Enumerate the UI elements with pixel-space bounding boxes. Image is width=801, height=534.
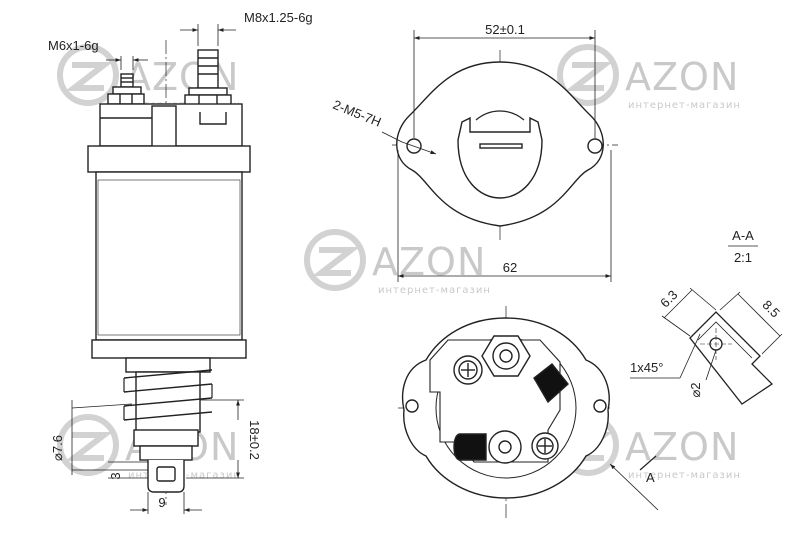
label-dim-6-3: 6.3: [657, 287, 680, 310]
section-view: [630, 245, 783, 405]
dim-width: [130, 492, 202, 514]
dim-gap: [108, 461, 148, 479]
label-mounting-holes: 2-M5-7H: [331, 97, 384, 130]
label-dim-8-5: 8.5: [759, 297, 782, 320]
watermark-brand: AZON: [625, 55, 739, 99]
label-overall-width: 62: [503, 260, 517, 275]
contact-pad-right: [533, 363, 569, 404]
upper-flange: [87, 145, 251, 173]
dim-height: [186, 399, 244, 479]
dim-diameter: [71, 400, 148, 475]
bottom-view: [398, 306, 659, 518]
mounting-hole-right: [587, 138, 603, 154]
label-height: 18±0.2: [247, 420, 262, 460]
label-thread-large: M8x1.25-6g: [244, 10, 313, 25]
lower-flange: [91, 339, 247, 359]
bottom-hole-right: [593, 399, 607, 413]
solenoid-body: [95, 171, 243, 341]
section-profile: [689, 311, 774, 405]
section-scale: 2:1: [734, 250, 752, 265]
terminal-screw-right: [531, 432, 559, 460]
label-flange-width: 52±0.1: [485, 22, 525, 37]
solenoid-cap: [99, 103, 243, 153]
label-width: 9: [158, 495, 165, 510]
side-view: [71, 24, 251, 514]
top-view: [381, 30, 618, 282]
watermark-top-right: AZON интернет-магазин: [557, 44, 741, 111]
watermark-center: AZON интернет-магазин: [304, 229, 491, 296]
section-title: A-A: [732, 228, 754, 243]
watermark-tagline: интернет-магазин: [628, 470, 741, 481]
label-gap: 3: [108, 472, 123, 479]
return-spring: [123, 369, 213, 433]
mounting-hole-left: [406, 138, 422, 154]
label-diameter: ⌀7.6: [50, 435, 65, 461]
terminal-nut-bottom: [488, 430, 522, 464]
contact-pad-left: [453, 433, 487, 461]
terminal-nut-large: [481, 335, 531, 377]
dim-thread-large: [180, 24, 236, 46]
plunger: [133, 429, 199, 493]
label-thread-small: M6x1-6g: [48, 38, 99, 53]
watermark-tagline: интернет-магазин: [378, 285, 491, 296]
center-boss: [457, 116, 543, 199]
section-marker: A: [646, 470, 655, 485]
dim-thread-small: [106, 56, 148, 70]
watermark-brand: AZON: [625, 425, 739, 469]
terminal-screw-left: [453, 355, 483, 385]
label-hole: ⌀2: [688, 382, 703, 397]
watermark-brand: AZON: [372, 240, 486, 284]
bottom-hole-left: [405, 399, 419, 413]
label-chamfer: 1x45°: [630, 360, 663, 375]
watermark-tagline: интернет-магазин: [628, 100, 741, 111]
